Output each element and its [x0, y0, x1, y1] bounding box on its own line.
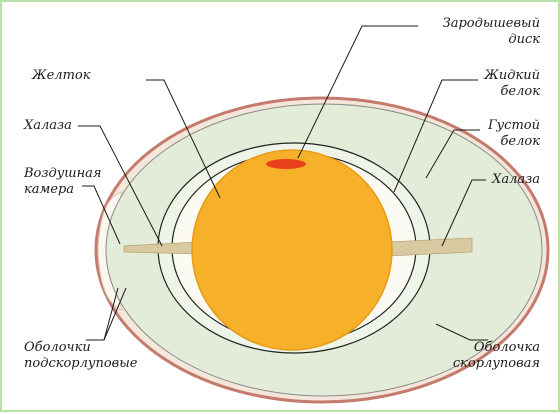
germinal-disc-shape	[266, 159, 306, 169]
label-chalaza-left-text: Халаза	[24, 118, 72, 133]
label-dense-albumen-line-1: Густой	[488, 118, 540, 133]
label-air-cell-line-1: Воздушная	[24, 166, 102, 181]
label-yolk: Желток	[32, 68, 91, 84]
label-air-cell-line-2: камера	[24, 182, 75, 197]
label-chalaza-right: Халаза	[492, 172, 540, 188]
leader-lines	[78, 25, 488, 341]
label-inner-membranes-line-2: подскорлуповые	[24, 356, 138, 371]
label-shell-membrane-line-1: Оболочка	[473, 340, 540, 355]
label-yolk-text: Желток	[32, 68, 91, 83]
leader-chalaza-left	[78, 125, 163, 247]
label-germinal-disc: Зародышевый диск	[443, 16, 540, 48]
yolk-shape	[191, 149, 393, 351]
label-inner-membranes-line-1: Оболочки	[24, 340, 91, 355]
label-chalaza-right-text: Халаза	[492, 172, 540, 187]
label-inner-membranes: Оболочки подскорлуповые	[24, 340, 138, 372]
label-germinal-disc-line-2: диск	[508, 32, 540, 47]
leader-yolk	[146, 79, 221, 199]
label-air-cell: Воздушная камера	[24, 166, 102, 198]
leader-germinal-disc	[297, 25, 418, 159]
label-dense-albumen: Густой белок	[488, 118, 540, 150]
leader-air-cell	[82, 185, 121, 245]
label-germinal-disc-line-1: Зародышевый	[442, 16, 540, 31]
label-liquid-albumen: Жидкий белок	[484, 68, 540, 100]
label-dense-albumen-line-2: белок	[500, 134, 541, 149]
leader-inner-membranes-2	[103, 287, 127, 341]
leader-chalaza-right	[441, 179, 486, 247]
leader-liquid-albumen	[393, 79, 478, 193]
label-shell-membrane: Оболочка скорлуповая	[453, 340, 540, 372]
leader-dense-albumen	[425, 129, 480, 179]
label-chalaza-left: Халаза	[24, 118, 72, 134]
label-liquid-albumen-line-2: белок	[500, 84, 541, 99]
label-liquid-albumen-line-1: Жидкий	[484, 68, 540, 83]
leader-shell-membrane	[435, 323, 488, 341]
label-shell-membrane-line-2: скорлуповая	[452, 356, 540, 371]
